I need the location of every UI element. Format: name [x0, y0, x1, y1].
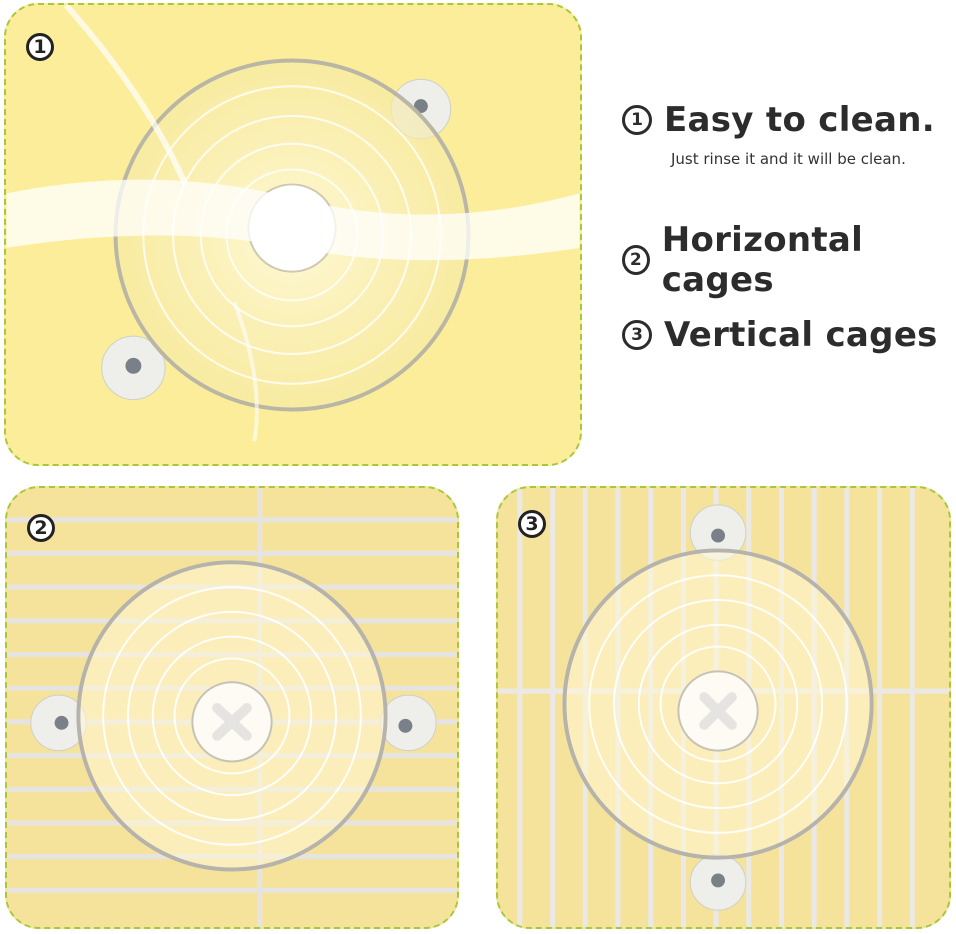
feature-number-1: 1	[622, 105, 652, 135]
panel-easy-to-clean: 1	[4, 3, 582, 466]
panel-vertical-cage: 3	[496, 486, 951, 929]
feature-subtitle-1: Just rinse it and it will be clean.	[671, 150, 906, 168]
feeder-vertical-cage-illustration	[498, 488, 949, 927]
feature-number-3: 3	[622, 320, 652, 350]
panel-badge-3: 3	[518, 510, 546, 538]
feature-title-1: Easy to clean.	[664, 100, 935, 140]
feeder-rinse-illustration	[6, 5, 580, 442]
feature-vertical-cages: 3 Vertical cages	[622, 315, 938, 355]
feature-title-2: Horizontal cages	[661, 220, 864, 300]
panel-badge-2: 2	[27, 514, 55, 542]
feature-number-2: 2	[622, 245, 650, 275]
panel-badge-1: 1	[26, 33, 54, 61]
feature-easy-to-clean: 1 Easy to clean.	[622, 100, 935, 140]
feature-horizontal-cages: 2 Horizontal cages	[622, 220, 956, 300]
feeder-horizontal-cage-illustration	[7, 488, 457, 927]
feature-title-3: Vertical cages	[664, 315, 938, 355]
panel-horizontal-cage: 2	[5, 486, 459, 929]
